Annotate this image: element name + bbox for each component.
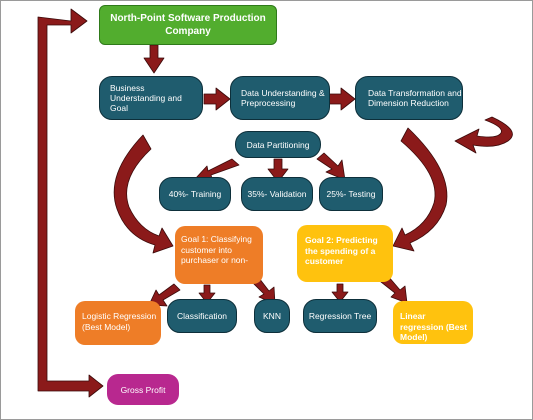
goal2-box: Goal 2: Predicting the spending of a cus…: [297, 225, 393, 282]
training-box: 40%- Training: [159, 177, 231, 211]
gross-profit-label: Gross Profit: [120, 384, 166, 395]
feedback-bracket-arrow: [37, 8, 104, 398]
arrow-transformation-to-partitioning: [454, 116, 513, 154]
business-understanding-label: Business Understanding and Goal: [110, 83, 182, 113]
arrow-business-to-understanding: [203, 87, 231, 111]
linear-regression-label: Linear regression (Best Model): [400, 311, 468, 342]
arrow-understanding-to-transformation: [328, 87, 356, 111]
arrow-goal2-to-regression-tree: [331, 283, 349, 303]
validation-label: 35%- Validation: [247, 189, 307, 199]
arrow-split-to-goal2: [392, 127, 448, 252]
data-transformation-label: Data Transformation and Dimension Reduct…: [368, 88, 462, 108]
classification-box: Classification: [167, 299, 237, 333]
data-partitioning-box: Data Partitioning: [235, 131, 321, 158]
arrow-goal1-to-classification: [198, 284, 216, 304]
gross-profit-box: Gross Profit: [107, 374, 179, 405]
logistic-regression-label: Logistic Regression (Best Model): [82, 311, 157, 332]
logistic-regression-box: Logistic Regression (Best Model): [75, 301, 161, 345]
data-understanding-label: Data Understanding & Preprocessing: [241, 88, 325, 108]
testing-box: 25%- Testing: [319, 177, 383, 211]
data-partitioning-label: Data Partitioning: [246, 139, 310, 150]
regression-tree-label: Regression Tree: [308, 311, 372, 321]
regression-tree-box: Regression Tree: [303, 299, 377, 333]
knn-label: KNN: [263, 311, 281, 321]
testing-label: 25%- Testing: [326, 189, 376, 199]
goal1-box: Goal 1: Classifying customer into purcha…: [175, 226, 263, 284]
title-box: North-Point Software Production Company: [99, 5, 277, 45]
arrow-partitioning-to-testing: [316, 152, 346, 181]
arrow-split-to-goal1: [113, 134, 174, 254]
linear-regression-box: Linear regression (Best Model): [393, 301, 473, 344]
validation-box: 35%- Validation: [241, 177, 313, 211]
goal2-label: Goal 2: Predicting the spending of a cus…: [305, 235, 378, 266]
classification-label: Classification: [176, 311, 228, 321]
arrow-partitioning-to-validation: [267, 158, 289, 183]
training-label: 40%- Training: [168, 189, 222, 199]
data-understanding-box: Data Understanding & Preprocessing: [230, 76, 330, 120]
data-transformation-box: Data Transformation and Dimension Reduct…: [355, 76, 463, 120]
knn-box: KNN: [254, 299, 290, 333]
goal1-label: Goal 1: Classifying customer into purcha…: [181, 234, 252, 265]
arrow-title-to-business: [143, 44, 165, 74]
business-understanding-box: Business Understanding and Goal: [99, 76, 203, 120]
title-text: North-Point Software Production Company: [110, 13, 266, 37]
